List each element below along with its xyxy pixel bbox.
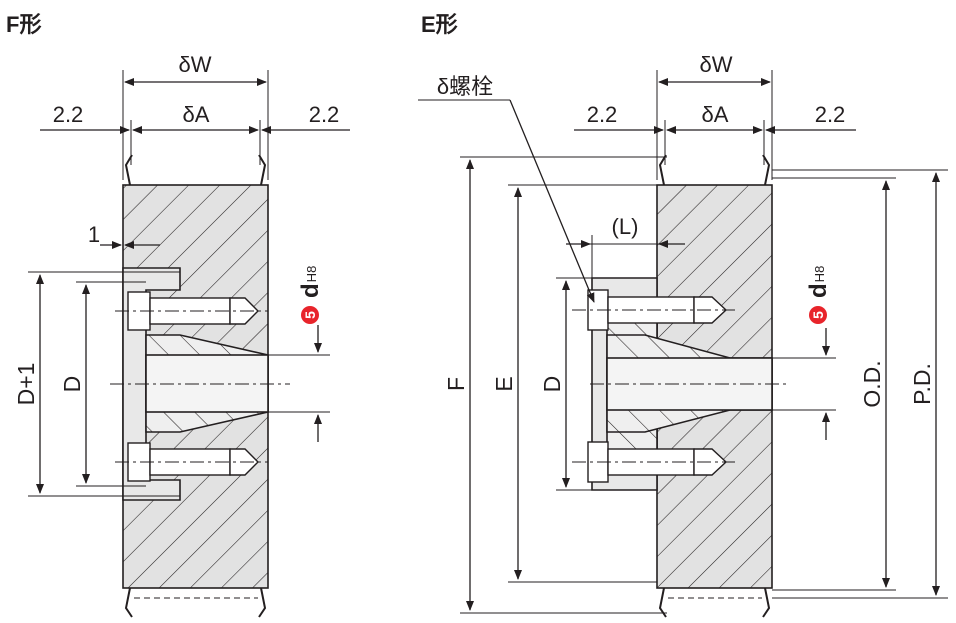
f-dim-right-gap: 2.2 (309, 102, 340, 127)
f-dim-a: δA 2.2 2.2 (40, 102, 350, 165)
f-bore-tolerance: H8 (304, 266, 319, 283)
f-bore-symbol: d (297, 283, 324, 298)
e-dim-d: D (539, 277, 592, 491)
e-dim-l-label: (L) (612, 214, 639, 239)
f-bolt-upper (115, 291, 268, 331)
e-bore-symbol: d (805, 283, 832, 298)
e-dim-d-label: D (539, 376, 565, 393)
e-type-title: E形 (421, 12, 458, 37)
f-pulley-body (110, 154, 290, 618)
e-badge (809, 306, 827, 324)
f-dim-offset: 1 (88, 222, 160, 268)
f-type-title: F形 (6, 12, 41, 37)
e-bolt-leader: δ螺栓 (418, 74, 595, 303)
e-dim-l: (L) (566, 214, 685, 278)
f-dim-d: D (59, 281, 146, 487)
e-bolt-upper (572, 289, 735, 331)
e-dim-bore: 5 d H8 (772, 266, 836, 440)
e-dim-od-label: O.D. (859, 360, 885, 407)
e-bore-tolerance: H8 (812, 266, 827, 283)
f-dim-d-plus-1: D+1 (13, 271, 180, 497)
e-bolt-label: δ螺栓 (437, 74, 493, 99)
f-dim-a-label: δA (183, 102, 210, 127)
e-dim-f-label: F (443, 377, 469, 391)
e-dim-width: δW (656, 52, 773, 180)
e-dim-left-gap: 2.2 (587, 102, 618, 127)
e-dim-e: E (491, 184, 657, 583)
f-type-view: F形 (6, 12, 350, 618)
f-dim-bore: 5 d H8 (268, 266, 330, 442)
e-dim-e-label: E (491, 376, 517, 391)
e-dim-od: O.D. (772, 177, 896, 591)
e-dim-f: F (443, 156, 667, 614)
e-dim-w-label: δW (699, 52, 732, 77)
f-badge (301, 306, 319, 324)
e-pulley-body (590, 154, 790, 618)
f-dim-d-plus-1-label: D+1 (13, 363, 39, 406)
e-dim-right-gap: 2.2 (815, 102, 846, 127)
f-dim-left-gap: 2.2 (53, 102, 84, 127)
e-dim-a-label: δA (702, 102, 729, 127)
svg-text:5: 5 (810, 311, 826, 319)
e-dim-a: δA 2.2 2.2 (574, 102, 856, 165)
e-dim-pd-label: P.D. (909, 363, 935, 405)
svg-text:5: 5 (302, 311, 318, 319)
f-dim-w-label: δW (178, 52, 211, 77)
f-dim-width: δW (122, 52, 269, 180)
e-bolt-lower (572, 441, 735, 483)
e-type-view: E形 (418, 12, 948, 618)
f-dim-d-label: D (59, 376, 85, 393)
e-dim-pd: P.D. (772, 169, 948, 599)
f-bolt-lower (115, 442, 268, 482)
f-dim-offset-label: 1 (88, 222, 100, 247)
